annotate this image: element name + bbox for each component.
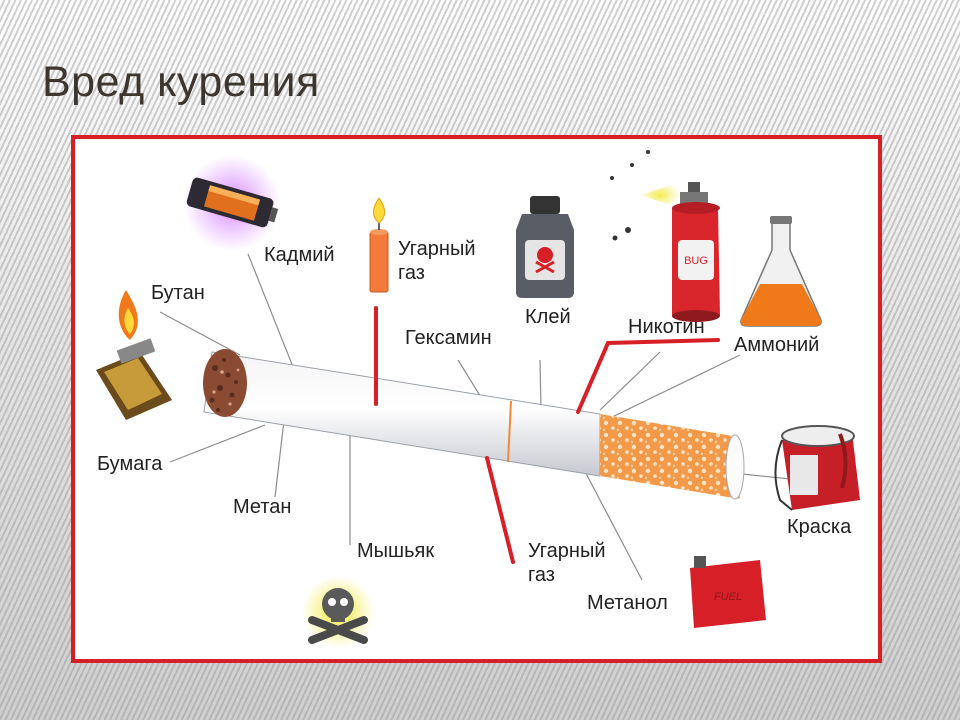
label-glue: Клей <box>525 306 571 328</box>
flies <box>610 150 650 241</box>
slide-title: Вред курения <box>42 58 320 106</box>
flask-icon <box>740 216 822 327</box>
bug-spray-icon: BUG <box>610 150 720 322</box>
lighter-icon <box>96 290 172 420</box>
skull-crossbones-icon <box>302 576 374 648</box>
cigarette-filter <box>600 414 740 499</box>
label-carbon-monoxide-bottom-1: Угарный <box>528 540 606 562</box>
paint-can-icon <box>774 425 860 511</box>
spray-can-text: BUG <box>684 255 708 267</box>
leader-paper <box>169 424 266 463</box>
poison-bottle-icon <box>516 196 574 298</box>
filter-end <box>725 434 745 500</box>
label-carbon-monoxide-bottom-2: газ <box>528 564 555 586</box>
tobacco-texture <box>209 358 238 412</box>
candle-icon <box>369 197 389 293</box>
battery-icon <box>184 155 280 251</box>
label-paint: Краска <box>787 516 852 538</box>
connector-carbon-monoxide-bottom <box>485 456 515 564</box>
leader-methane <box>274 411 286 498</box>
label-arsenic: Мышьяк <box>357 540 435 562</box>
accent-connectors <box>374 306 720 564</box>
label-butane: Бутан <box>151 282 205 304</box>
leader-butane <box>159 311 241 356</box>
leader-ammonium <box>609 354 741 419</box>
fuel-can-text: FUEL <box>714 591 742 603</box>
leader-methanol <box>579 461 643 581</box>
label-ammonium: Аммоний <box>734 334 820 356</box>
label-carbon-monoxide-top-1: Угарный <box>398 238 476 260</box>
label-carbon-monoxide-top-2: газ <box>398 262 425 284</box>
label-methane: Метан <box>233 496 292 518</box>
label-cadmium: Кадмий <box>264 244 335 266</box>
tobacco-highlights <box>212 368 240 406</box>
leader-glue <box>539 359 542 411</box>
label-paper: Бумага <box>97 453 163 475</box>
fuel-can-icon: FUEL <box>690 556 766 628</box>
label-hexamine: Гексамин <box>405 327 492 349</box>
label-methanol: Метанол <box>587 592 668 614</box>
label-nicotine: Никотин <box>628 316 705 338</box>
cigarette-band <box>507 400 512 463</box>
spray-mist <box>640 182 680 208</box>
connector-nicotine <box>576 338 720 414</box>
cigarette <box>203 349 745 500</box>
leader-nicotine <box>599 351 661 411</box>
